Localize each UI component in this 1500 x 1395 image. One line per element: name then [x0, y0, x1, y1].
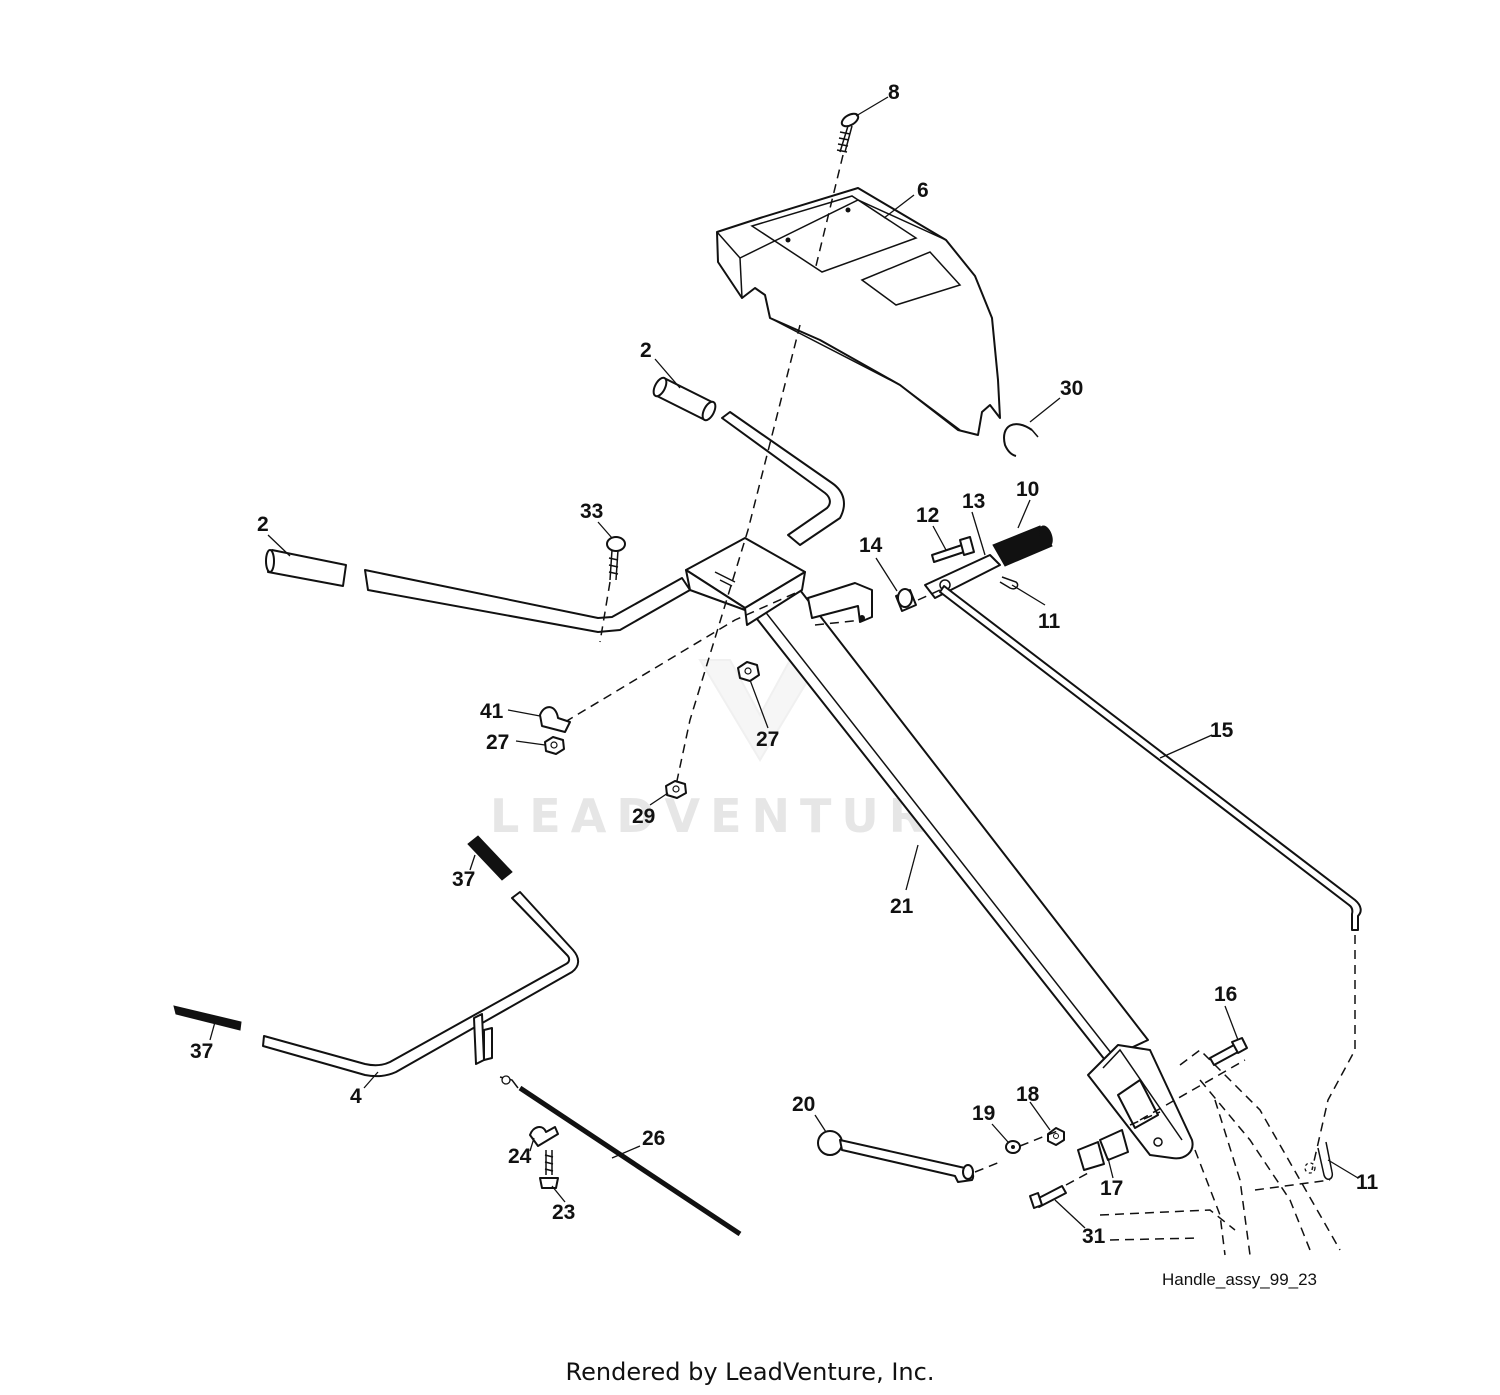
- part-37-grip-upper[interactable]: [467, 835, 513, 881]
- callout-37-upper: 37: [452, 868, 475, 891]
- watermark-text: LEADVENTURE: [490, 789, 976, 843]
- callout-26: 26: [642, 1127, 665, 1150]
- part-10-lever-grip[interactable]: [992, 524, 1055, 567]
- handle-mount-bracket[interactable]: [685, 537, 873, 626]
- assembly-line-lower: [1019, 1111, 1161, 1186]
- assembly-line-lever-20: [974, 1161, 1001, 1173]
- callout-27-center: 27: [756, 728, 779, 751]
- assembly-line-screw-8: [814, 154, 844, 271]
- assembly-line-bracket: [814, 619, 863, 626]
- callout-4: 4: [350, 1085, 362, 1108]
- callout-33: 33: [580, 500, 603, 523]
- part-14-spacer[interactable]: [895, 588, 917, 612]
- callout-2-upper: 2: [640, 339, 652, 362]
- callout-12: 12: [916, 504, 939, 527]
- callout-31: 31: [1082, 1225, 1106, 1248]
- part-18-nut[interactable]: [1047, 1127, 1065, 1146]
- callout-15: 15: [1210, 719, 1234, 742]
- callout-41: 41: [480, 700, 504, 723]
- callout-16: 16: [1214, 983, 1237, 1006]
- assembly-line-bolt-33: [599, 581, 611, 643]
- callout-11-upper: 11: [1038, 610, 1061, 633]
- part-8-screw[interactable]: [836, 111, 860, 153]
- part-29-nut[interactable]: [665, 780, 687, 799]
- part-15-control-rod[interactable]: [939, 585, 1362, 931]
- callout-23: 23: [552, 1201, 575, 1224]
- callout-27-left: 27: [486, 731, 509, 754]
- engine-outline-dashed: [1099, 1049, 1341, 1256]
- callout-18: 18: [1016, 1083, 1040, 1106]
- part-6-console-housing[interactable]: [716, 187, 1001, 436]
- part-12-bolt[interactable]: [931, 536, 975, 563]
- part-20-shift-lever[interactable]: [817, 1130, 975, 1183]
- callout-10: 10: [1016, 478, 1039, 501]
- part-33-carriage-bolt[interactable]: [606, 536, 626, 581]
- part-37-grip-left[interactable]: [173, 1005, 242, 1031]
- callout-labels: 8 6 2 30 2 33 12 13 10 14 11 41 27 27 15…: [190, 81, 1379, 1248]
- callout-30: 30: [1060, 377, 1083, 400]
- callout-24: 24: [508, 1145, 532, 1168]
- rendered-by-footer: Rendered by LeadVenture, Inc.: [565, 1358, 935, 1386]
- callout-11-lower: 11: [1356, 1171, 1379, 1194]
- callout-37-left: 37: [190, 1040, 213, 1063]
- callout-13: 13: [962, 490, 985, 513]
- part-24-cable-clamp[interactable]: [529, 1126, 559, 1147]
- part-11-hairpin-lower[interactable]: [1304, 1141, 1334, 1180]
- part-17-friction-pads[interactable]: [1077, 1129, 1129, 1171]
- callout-14: 14: [859, 534, 883, 557]
- assembly-line-rod-15: [1311, 935, 1356, 1171]
- part-23-screw[interactable]: [539, 1150, 559, 1189]
- part-19-washer[interactable]: [1005, 1140, 1021, 1154]
- assembly-line-clamp: [564, 589, 803, 723]
- callout-2-left: 2: [257, 513, 269, 536]
- callout-6: 6: [917, 179, 929, 202]
- part-2-left-grip[interactable]: [265, 549, 347, 587]
- callout-21: 21: [890, 895, 914, 918]
- part-27-nut-center[interactable]: [737, 661, 760, 682]
- part-26-control-cable[interactable]: [499, 1075, 742, 1237]
- part-31-bolt[interactable]: [1029, 1185, 1067, 1209]
- part-30-clip[interactable]: [1003, 423, 1039, 457]
- leader-lines: [209, 96, 1359, 1229]
- callout-20: 20: [792, 1093, 815, 1116]
- drawing-id: Handle_assy_99_23: [1162, 1270, 1317, 1289]
- callout-19: 19: [972, 1102, 995, 1125]
- callout-29: 29: [632, 805, 655, 828]
- part-4-bail-handle[interactable]: [262, 891, 580, 1078]
- callout-8: 8: [888, 81, 900, 104]
- assembly-line-lever: [917, 589, 941, 601]
- part-27-nut-left[interactable]: [544, 736, 565, 755]
- callout-17: 17: [1100, 1177, 1123, 1200]
- assembly-line-console: [674, 324, 801, 791]
- part-2-upper-grip[interactable]: [651, 376, 718, 422]
- part-16-bolt[interactable]: [1209, 1037, 1248, 1066]
- part-41-cable-clamp[interactable]: [539, 706, 571, 733]
